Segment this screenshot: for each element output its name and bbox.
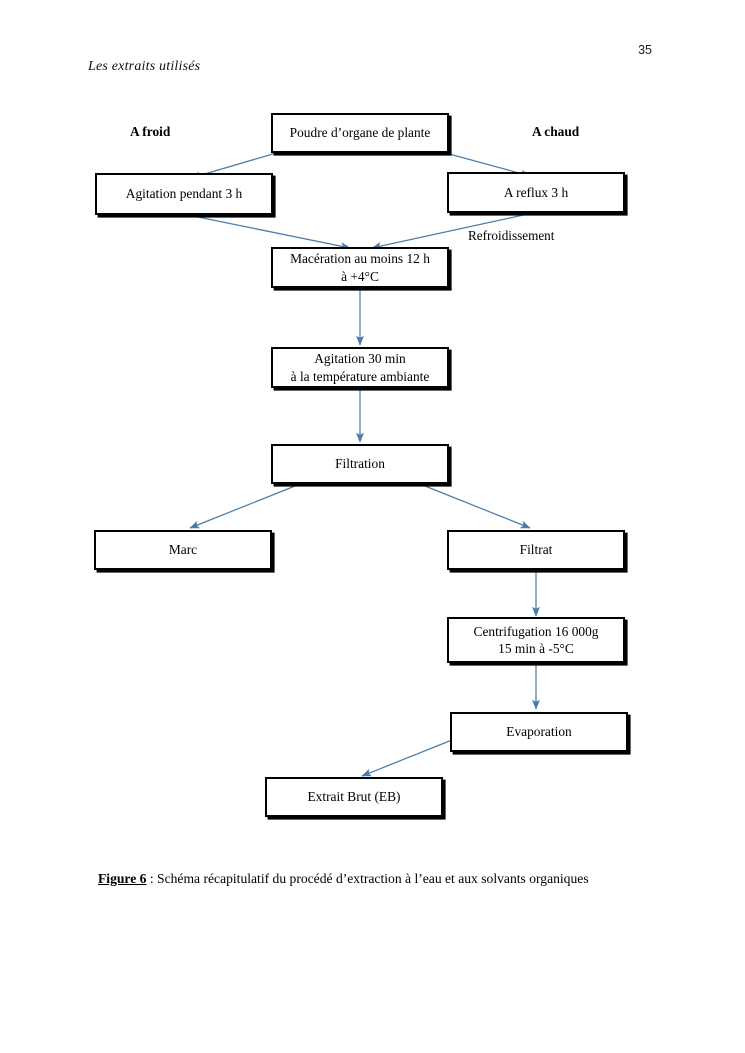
node-powder-label: Poudre d’organe de plante (289, 125, 431, 141)
node-crude-extract[interactable]: Extrait Brut (EB) (265, 777, 443, 817)
node-marc-label: Marc (168, 542, 198, 558)
node-powder[interactable]: Poudre d’organe de plante (271, 113, 449, 153)
node-maceration-line2: à +4°C (341, 268, 379, 284)
figure-caption: Figure 6 : Schéma récapitulatif du procé… (98, 870, 658, 888)
node-reflux-3h[interactable]: A reflux 3 h (447, 172, 625, 213)
node-centrifugation-line2: 15 min à -5°C (498, 641, 574, 656)
node-crude-extract-label: Extrait Brut (EB) (307, 789, 401, 805)
figure-caption-label: Figure 6 (98, 871, 147, 886)
node-stirring-3h[interactable]: Agitation pendant 3 h (95, 173, 273, 215)
page-number: 35 (638, 43, 652, 57)
node-stirring-30min-label: Agitation 30 min à la température ambian… (291, 350, 430, 384)
figure-caption-text: : Schéma récapitulatif du procédé d’extr… (146, 871, 589, 886)
extraction-flowchart: A froid A chaud Refroidissement Poudre d… (94, 113, 628, 817)
node-filtration-label: Filtration (335, 456, 385, 472)
node-stirring-30min-line1: Agitation 30 min (314, 351, 406, 367)
node-maceration-line1: Macération au moins 12 h (290, 251, 430, 267)
node-centrifugation-line1: Centrifugation 16 000g (473, 623, 599, 639)
label-cold-branch: A froid (130, 124, 171, 139)
node-reflux-3h-label: A reflux 3 h (503, 184, 569, 200)
node-centrifugation[interactable]: Centrifugation 16 000g 15 min à -5°C (447, 617, 625, 663)
node-filtrate-label: Filtrat (519, 542, 553, 558)
node-filtrate[interactable]: Filtrat (447, 530, 625, 570)
node-maceration-label: Macération au moins 12 h à +4°C (290, 250, 430, 284)
node-marc[interactable]: Marc (94, 530, 272, 570)
node-filtration[interactable]: Filtration (271, 444, 449, 484)
node-stirring-30min-line2: à la température ambiante (290, 368, 430, 384)
label-hot-branch: A chaud (532, 124, 580, 139)
node-maceration[interactable]: Macération au moins 12 h à +4°C (271, 247, 449, 288)
node-evaporation-label: Evaporation (506, 724, 572, 740)
running-head: Les extraits utilisés (88, 59, 201, 74)
node-stirring-30min[interactable]: Agitation 30 min à la température ambian… (271, 347, 449, 388)
label-cooling: Refroidissement (468, 228, 555, 243)
node-centrifugation-label: Centrifugation 16 000g 15 min à -5°C (474, 623, 599, 657)
node-evaporation[interactable]: Evaporation (450, 712, 628, 752)
node-stirring-3h-label: Agitation pendant 3 h (125, 186, 243, 202)
